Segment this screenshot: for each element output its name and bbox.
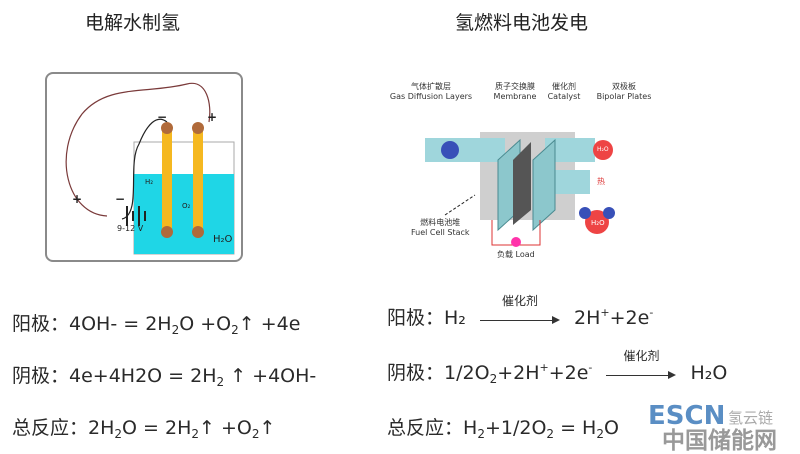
left-title: 电解水制氢 [85, 12, 181, 34]
fuelcell-anode-eq: 阳极：H₂ 催化剂 2H++2e- [387, 293, 654, 330]
escn-site-name: 中国储能网 [662, 428, 777, 454]
electrolysis-anode-eq: 阳极：4OH- = 2H2O +O2↑ +4e [12, 313, 301, 337]
electrolysis-illustration [65, 82, 235, 255]
heat-label: 热 [597, 177, 605, 186]
electrolysis-diagram: 9-12 V + − − + H₂ O₂ H₂O [45, 72, 243, 262]
catalyst-arrow: 催化剂 [606, 349, 677, 384]
outlet-water-label: H₂O [597, 146, 609, 153]
cathode-minus: − [157, 110, 168, 124]
load-label: 负载 Load [497, 250, 535, 259]
anode-plus: + [207, 110, 218, 124]
right-title: 氢燃料电池发电 [455, 12, 589, 34]
battery-plus: + [72, 192, 83, 206]
electrolysis-cathode-eq: 阴极：4e+4H2O = 2H2 ↑ +4OH- [12, 365, 317, 389]
battery-label: 9-12 V [117, 224, 144, 233]
battery-minus: − [115, 192, 126, 206]
water-label: H₂O [213, 234, 233, 245]
o2-label: O₂ [182, 202, 191, 210]
fuelcell-total-eq: 总反应：H2+1/2O2 = H2O [387, 417, 619, 441]
catalyst-arrow: 催化剂 [479, 294, 560, 329]
electrolysis-total-eq: 总反应：2H2O = 2H2↑ +O2↑ [12, 417, 276, 441]
escn-logo: ESCN [648, 401, 726, 431]
fuelcell-cathode-eq: 阴极：1/2O2+2H++2e- 催化剂 H₂O [387, 348, 728, 387]
wechat-watermark: 氢云链 [728, 409, 774, 427]
product-water-label: H₂O [591, 219, 605, 227]
fuel-cell-illustration [425, 132, 615, 247]
h2-label: H₂ [145, 178, 154, 186]
